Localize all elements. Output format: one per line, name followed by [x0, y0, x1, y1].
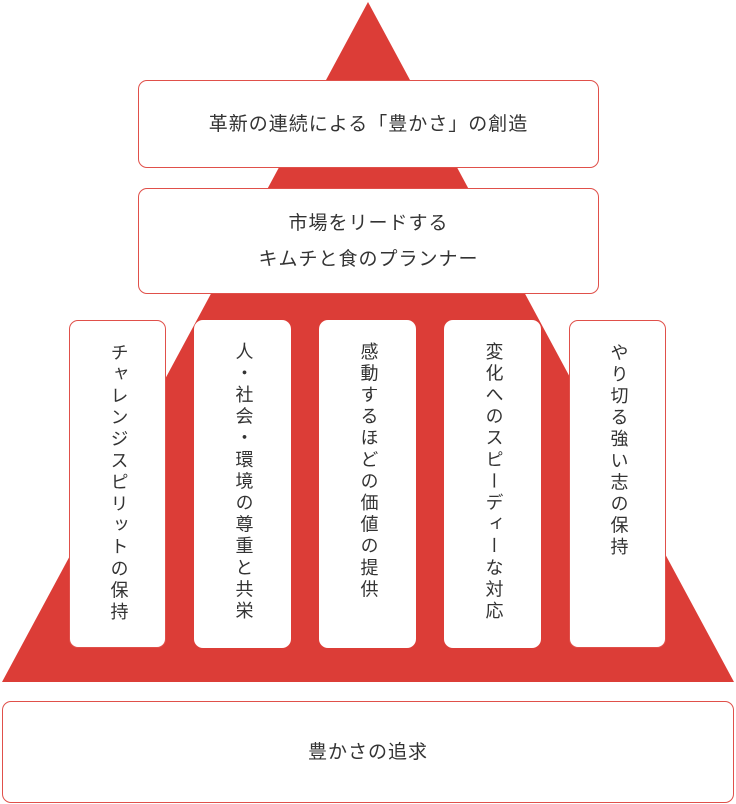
pillar-1: チャレンジスピリットの保持	[69, 320, 166, 648]
pillar-text: やり切る強い志の保持	[607, 343, 629, 559]
middle-level-box: 市場をリードする キムチと食のプランナー	[138, 188, 599, 294]
top-level-text: 革新の連続による「豊かさ」の創造	[208, 113, 529, 135]
pillar-4: 変化へのスピーディーな対応	[444, 320, 541, 648]
base-text: 豊かさの追求	[307, 741, 428, 763]
pillar-3: 感動するほどの価値の提供	[319, 320, 416, 648]
pillar-text: 感動するほどの価値の提供	[357, 342, 379, 602]
pillar-text: 人・社会・環境の尊重と共栄	[232, 342, 254, 623]
pillar-5: やり切る強い志の保持	[569, 320, 666, 648]
pillar-text: 変化へのスピーディーな対応	[482, 342, 504, 623]
middle-level-line2: キムチと食のプランナー	[258, 248, 479, 270]
base-box: 豊かさの追求	[2, 701, 734, 803]
pillar-2: 人・社会・環境の尊重と共栄	[194, 320, 291, 648]
top-level-box: 革新の連続による「豊かさ」の創造	[138, 80, 599, 168]
middle-level-line1: 市場をリードする	[288, 212, 449, 234]
pillar-text: チャレンジスピリットの保持	[107, 343, 129, 624]
